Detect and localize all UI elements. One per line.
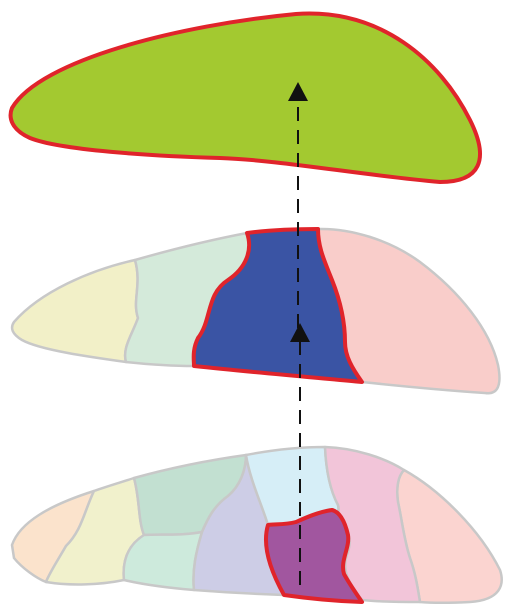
top-merged-region [11, 14, 480, 182]
bottom-region-mint [124, 532, 202, 590]
bottom-level [12, 447, 502, 603]
middle-region-yellow [12, 260, 138, 362]
middle-level [12, 229, 499, 393]
top-level [11, 14, 480, 182]
